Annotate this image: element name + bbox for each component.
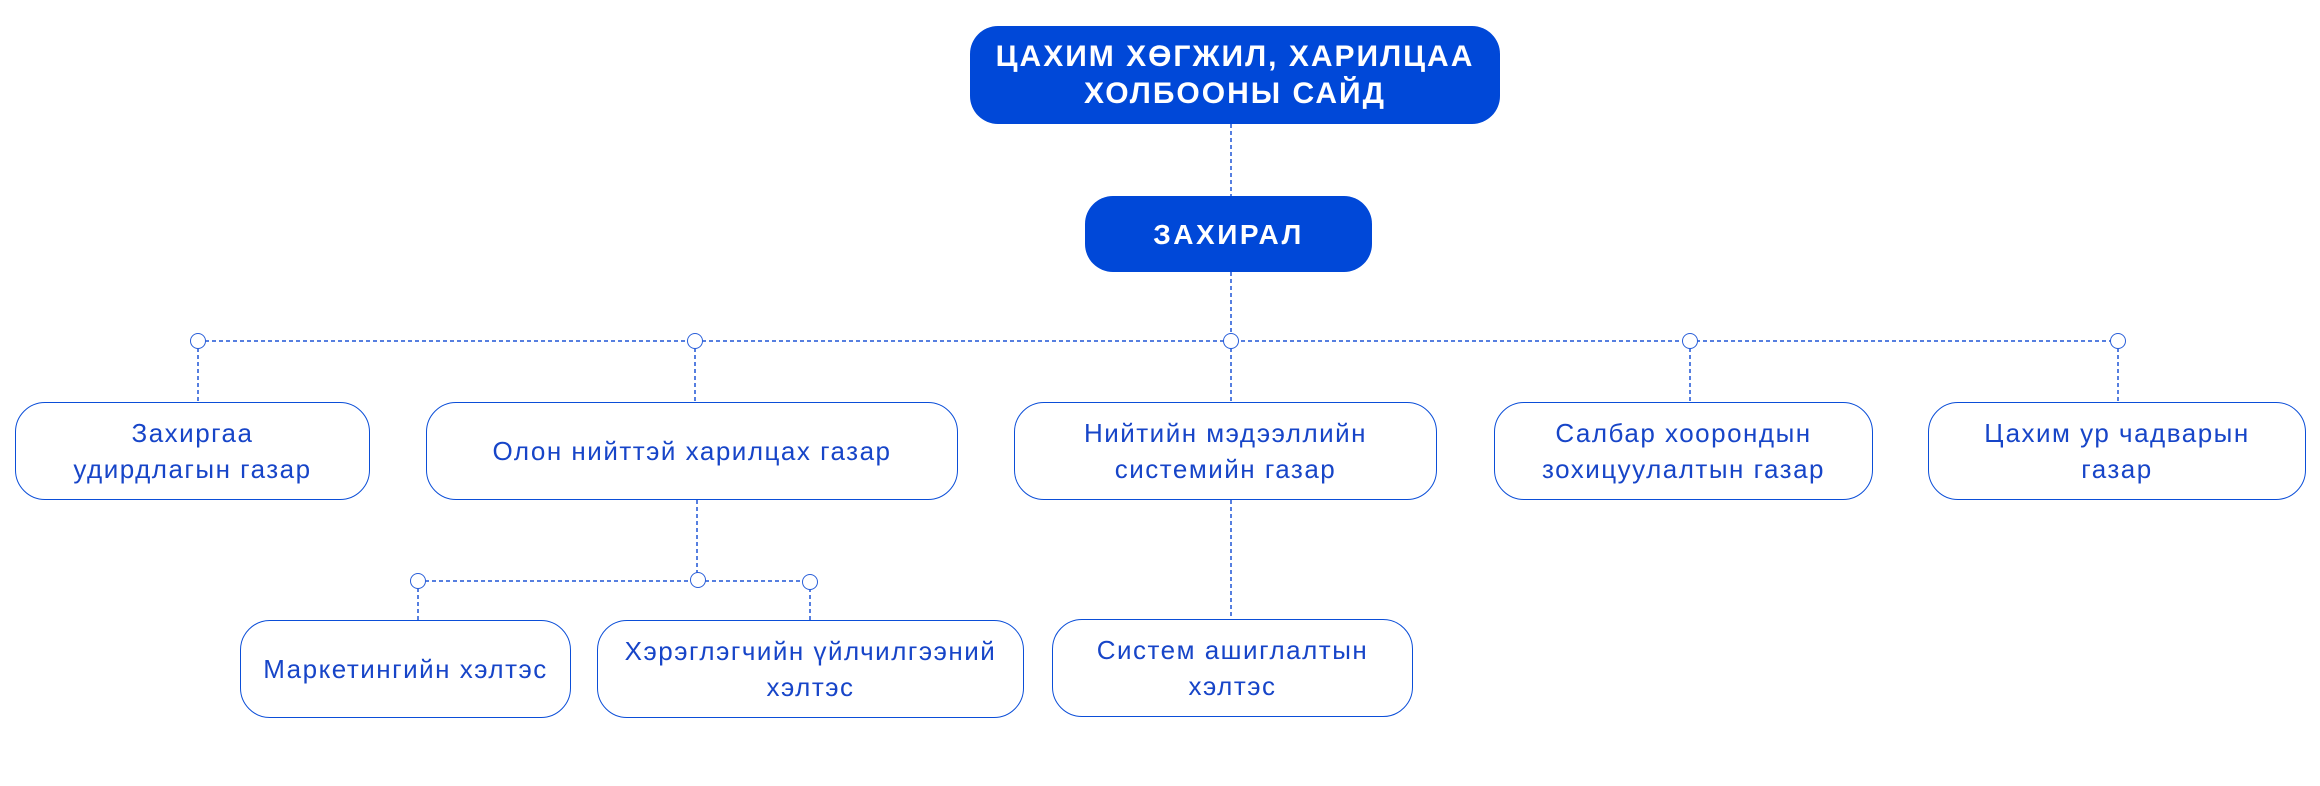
ministry-box: ЦАХИМ ХӨГЖИЛ, ХАРИЛЦАА ХОЛБООНЫ САЙД — [970, 26, 1500, 124]
unit-label: Систем ашиглалтын хэлтэс — [1096, 635, 1369, 701]
unit-box: Маркетингийн хэлтэс — [240, 620, 571, 718]
department-box: Цахим ур чадварын газар — [1928, 402, 2306, 500]
junction-node — [802, 574, 818, 590]
unit-label: Хэрэглэгчийн үйлчилгээний хэлтэс — [624, 636, 997, 702]
junction-node — [687, 333, 703, 349]
department-label: Захиргаа удирдлагын газар — [73, 418, 312, 484]
junction-node — [2110, 333, 2126, 349]
director-title: ЗАХИРАЛ — [1153, 218, 1304, 250]
department-box: Нийтийн мэдээллийн системийн газар — [1014, 402, 1437, 500]
department-label: Цахим ур чадварын газар — [1984, 418, 2250, 484]
unit-label: Маркетингийн хэлтэс — [263, 654, 548, 684]
junction-node — [1223, 333, 1239, 349]
director-box: ЗАХИРАЛ — [1085, 196, 1372, 272]
department-box: Захиргаа удирдлагын газар — [15, 402, 370, 500]
ministry-title: ЦАХИМ ХӨГЖИЛ, ХАРИЛЦАА ХОЛБООНЫ САЙД — [995, 40, 1475, 110]
unit-box: Систем ашиглалтын хэлтэс — [1052, 619, 1413, 717]
department-label: Олон нийттэй харилцах газар — [492, 436, 892, 466]
department-label: Нийтийн мэдээллийн системийн газар — [1083, 418, 1368, 484]
department-box: Олон нийттэй харилцах газар — [426, 402, 958, 500]
junction-node — [690, 572, 706, 588]
department-label: Салбар хоорондын зохицуулалтын газар — [1541, 418, 1826, 484]
junction-node — [1682, 333, 1698, 349]
junction-node — [190, 333, 206, 349]
junction-node — [410, 573, 426, 589]
unit-box: Хэрэглэгчийн үйлчилгээний хэлтэс — [597, 620, 1024, 718]
department-box: Салбар хоорондын зохицуулалтын газар — [1494, 402, 1873, 500]
